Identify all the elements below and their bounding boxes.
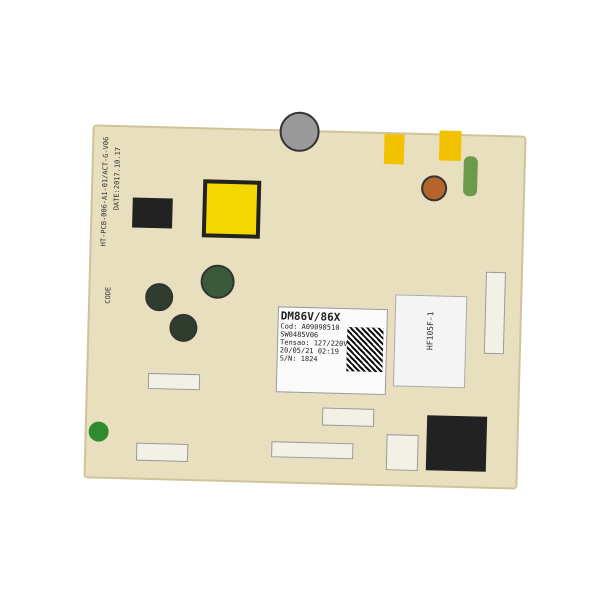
product-label: DM86V/86X Cod: A09098510 SW0485V06 Tensa… xyxy=(275,306,388,396)
qc-sticker xyxy=(88,421,109,442)
x-capacitor xyxy=(383,134,405,165)
connector xyxy=(385,434,419,472)
relay-model: HF105F-1 xyxy=(425,311,436,351)
x-capacitor xyxy=(438,130,462,162)
board-date-text: DATE:2017.10.17 xyxy=(112,146,123,211)
heatsink xyxy=(132,197,173,229)
connector xyxy=(483,271,506,355)
code-marker: CODE xyxy=(104,286,113,304)
capacitor-large xyxy=(279,111,321,153)
board-id-text: HT-PCB-006-A1-01/ACT-G-V06 xyxy=(99,136,111,247)
capacitor xyxy=(169,313,198,343)
connector xyxy=(271,441,354,460)
varistor xyxy=(462,156,478,197)
capacitor xyxy=(144,282,174,312)
inductor xyxy=(420,175,448,202)
transformer xyxy=(201,179,262,239)
circuit-board: HT-PCB-006-A1-01/ACT-G-V06 DATE:2017.10.… xyxy=(83,111,527,490)
connector xyxy=(321,407,375,427)
relay: HF105F-1 xyxy=(392,294,468,389)
capacitor xyxy=(200,264,236,300)
switch-block xyxy=(425,415,488,472)
connector xyxy=(135,442,189,462)
connector xyxy=(147,372,201,391)
qr-code xyxy=(346,327,384,373)
